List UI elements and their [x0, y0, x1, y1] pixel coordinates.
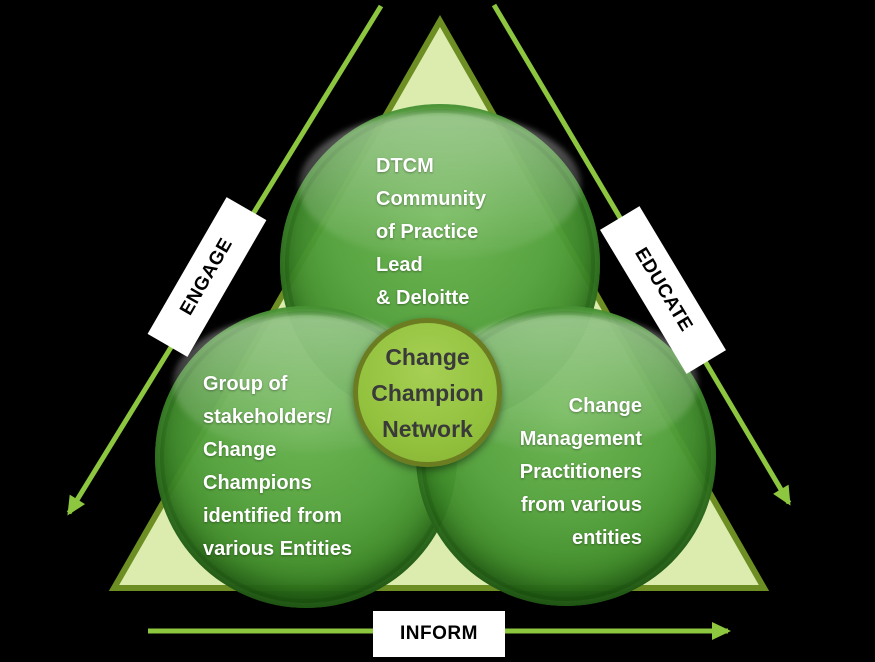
left-circle-label: Group of stakeholders/ Change Champions …: [203, 373, 352, 560]
center-circle-label: Change Champion Network: [371, 343, 484, 442]
right-circle-label: Change Management Practitioners from var…: [519, 395, 642, 549]
gloss-highlight: [299, 112, 581, 260]
inform-edge-label: INFORM: [373, 611, 505, 657]
top-circle-label: DTCM Community of Practice Lead & Deloit…: [376, 155, 486, 309]
center-circle-network: Change Champion Network: [353, 318, 502, 467]
